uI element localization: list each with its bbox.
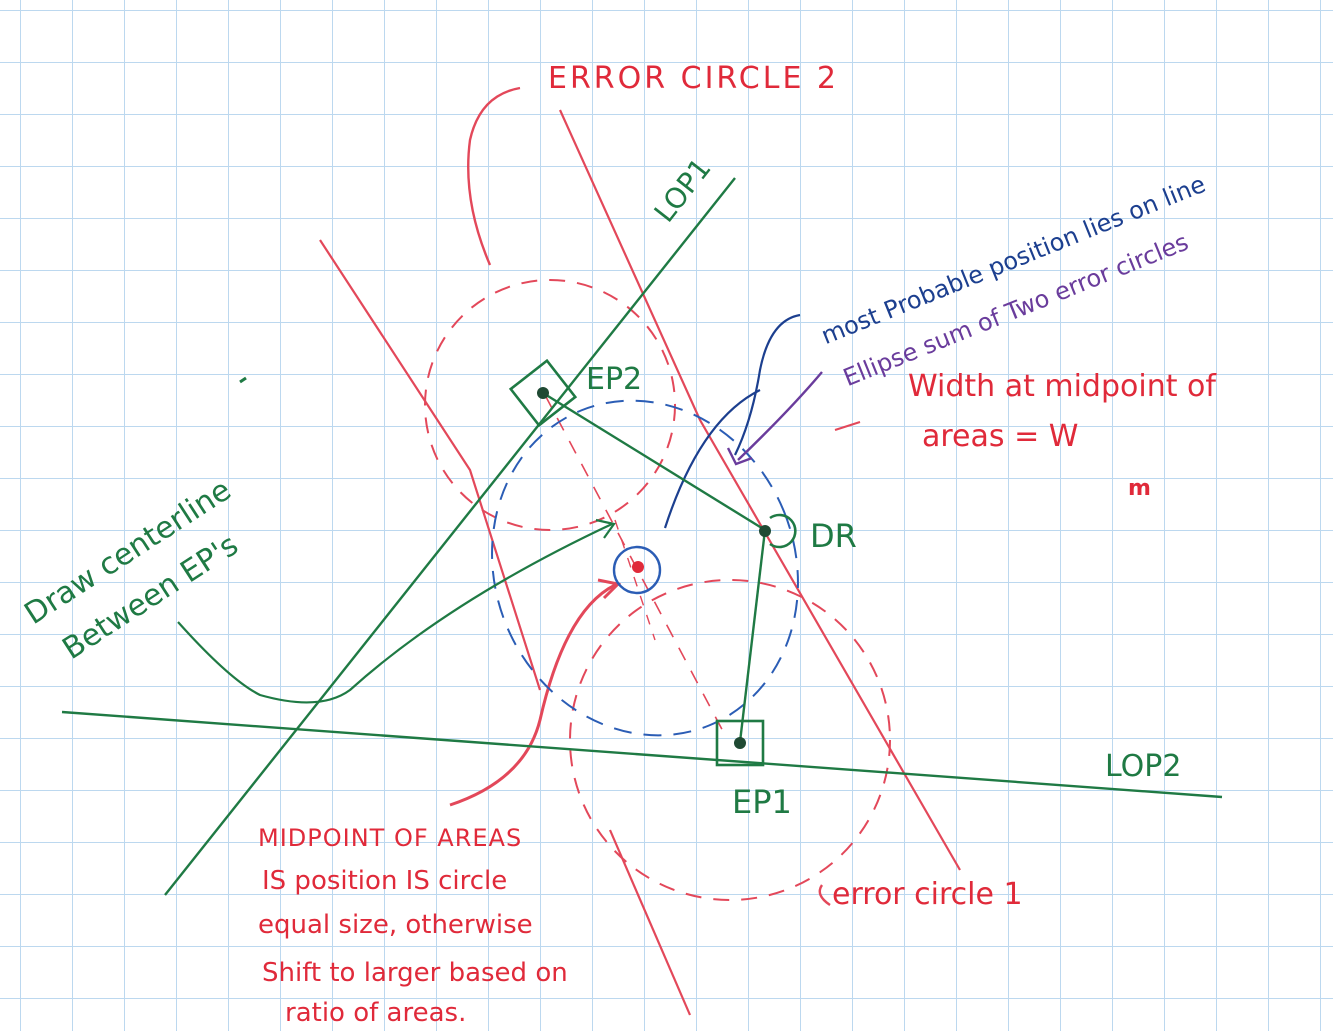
midpoint-note-line2: IS position IS circle: [262, 866, 508, 896]
midpoint-arrow: [449, 583, 616, 807]
lop2-line: [61, 710, 1223, 799]
midpoint-note-line1: MIDPOINT OF AREAS: [258, 824, 523, 852]
error-tangent-left: [319, 239, 542, 691]
ep2-dr-line: [542, 391, 766, 532]
ellipse-leader-arrow-head: [726, 447, 753, 466]
ep1-label: EP1: [732, 783, 792, 821]
error-tangent-bottom: [608, 829, 692, 1016]
lop1-line: [164, 177, 736, 896]
most-probable-position-leader: [734, 313, 801, 456]
centerline-tick: [239, 376, 247, 384]
ep2-dot: [537, 387, 549, 399]
most-probable-position-line: [663, 389, 761, 529]
midpoint-note-line3: equal size, otherwise: [258, 910, 533, 940]
ellipse-sum-of-error-circles: [491, 399, 799, 737]
ellipse-leader-arrow: [737, 371, 823, 461]
ep2-label: EP2: [586, 362, 643, 397]
dr-circle: [769, 513, 797, 549]
width-label-line1: Width at midpoint of: [908, 369, 1216, 404]
error-circle-1-label: error circle 1: [832, 877, 1023, 912]
lop2-label: LOP2: [1105, 749, 1182, 784]
midpoint-circle: [612, 545, 662, 595]
dr-ep1-line: [738, 529, 767, 743]
midpoint-note-line4: Shift to larger based on: [262, 958, 568, 988]
width-label-line2: areas = W: [922, 419, 1079, 454]
ep2-square: [508, 358, 578, 428]
error-tangent-right: [558, 109, 961, 871]
midpoint-note-line5: ratio of areas.: [285, 998, 467, 1028]
midpoint-dot: [632, 561, 644, 573]
error-circle-2: [424, 279, 676, 531]
width-dash: [834, 421, 861, 431]
error-circle-2-label: ERROR CIRCLE 2: [548, 61, 840, 96]
width-subscript: m: [1128, 476, 1151, 501]
error-circle-2-leader: [467, 86, 521, 266]
error-circle-1: [569, 579, 891, 901]
centerline-arrow-head: [595, 518, 616, 539]
ep1-square: [715, 719, 765, 767]
dr-label: DR: [810, 517, 857, 555]
midpoint-construction-line-2: [614, 519, 656, 641]
error-circle-1-leader: [818, 884, 831, 906]
centerline-arrow: [177, 523, 613, 704]
ep1-dot: [734, 737, 746, 749]
dr-dot: [759, 525, 771, 537]
